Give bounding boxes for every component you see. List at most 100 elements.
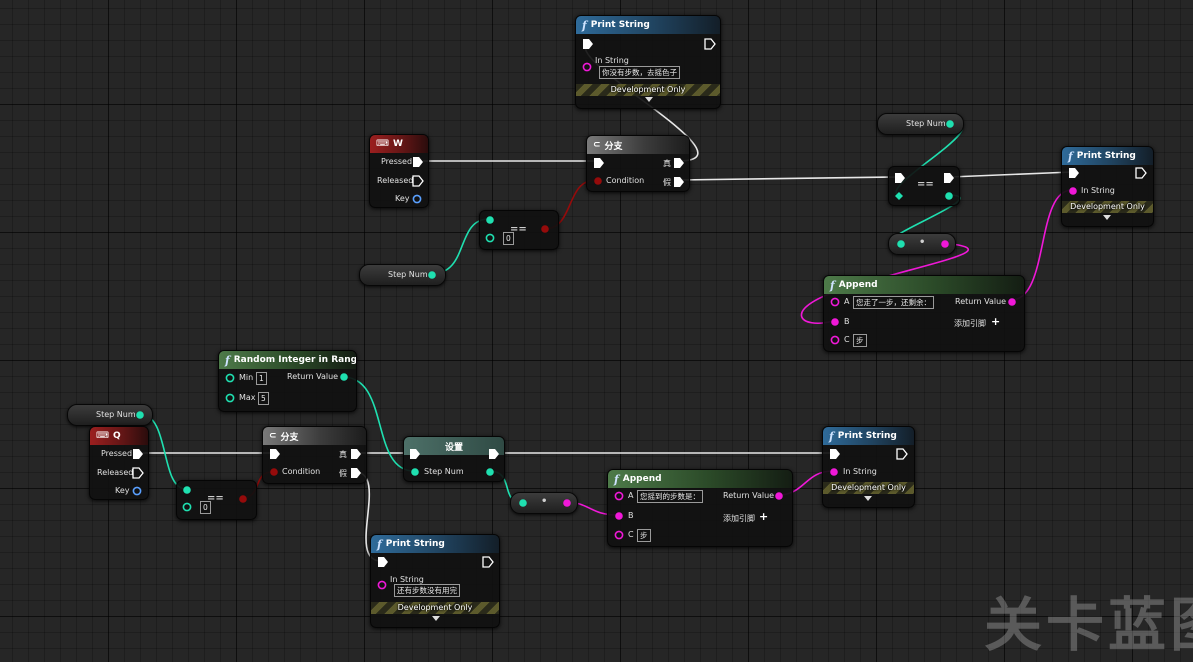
string-pin[interactable] xyxy=(582,62,592,72)
chevron-down-icon[interactable] xyxy=(1102,214,1112,222)
equal-zero-node-upper[interactable]: 0 == xyxy=(479,210,559,250)
pin-a-input[interactable]: 您走了一步，还剩余： xyxy=(853,296,934,309)
pin-c-label: C xyxy=(844,335,850,344)
exec-in-pin[interactable] xyxy=(409,448,421,460)
exec-in-pin[interactable] xyxy=(377,556,389,568)
in-string-input[interactable]: 你没有步数，去摇色子 xyxy=(599,66,680,79)
false-label: 假 xyxy=(339,469,347,478)
string-pin[interactable] xyxy=(614,491,624,501)
int-pin[interactable] xyxy=(410,467,420,477)
key-q-event-node[interactable]: ⌨Q Pressed Released Key xyxy=(89,426,149,500)
equal-int-node[interactable]: == xyxy=(888,166,960,206)
branch-node-upper[interactable]: ⊂分支 真 Condition 假 xyxy=(586,135,690,192)
exec-out-pin[interactable] xyxy=(412,156,424,168)
string-pin[interactable] xyxy=(614,530,624,540)
add-pin-icon[interactable]: + xyxy=(991,315,1001,328)
exec-out-pin[interactable] xyxy=(673,176,685,188)
step-num-label: Step Num xyxy=(424,467,464,476)
int-pin[interactable] xyxy=(427,270,437,280)
string-pin[interactable] xyxy=(940,239,950,249)
step-num-getter[interactable]: Step Num xyxy=(877,113,964,135)
int-diamond-pin[interactable] xyxy=(894,191,904,201)
set-step-num-node[interactable]: 设置 Step Num xyxy=(403,436,505,482)
exec-out-pin[interactable] xyxy=(896,448,908,460)
in-string-input[interactable]: 还有步数没有用完 xyxy=(394,584,460,597)
int-pin[interactable] xyxy=(182,485,192,495)
bool-pin[interactable] xyxy=(238,494,248,504)
int-to-string-node[interactable]: • xyxy=(510,492,578,514)
compare-value-input[interactable]: 0 xyxy=(503,232,514,245)
string-pin[interactable] xyxy=(830,335,840,345)
exec-in-pin[interactable] xyxy=(582,38,594,50)
string-pin[interactable] xyxy=(829,467,839,477)
add-pin-icon[interactable]: + xyxy=(759,510,769,523)
string-pin[interactable] xyxy=(1068,186,1078,196)
bool-pin[interactable] xyxy=(540,224,550,234)
bool-pin[interactable] xyxy=(593,176,603,186)
compare-value-input[interactable]: 0 xyxy=(200,501,211,514)
branch-node-lower[interactable]: ⊂分支 真 Condition 假 xyxy=(262,426,367,484)
exec-out-pin[interactable] xyxy=(132,448,144,460)
key-w-event-node[interactable]: ⌨W Pressed Released Key xyxy=(369,134,429,208)
chevron-down-icon[interactable] xyxy=(863,495,873,503)
exec-out-pin[interactable] xyxy=(1135,167,1147,179)
int-pin[interactable] xyxy=(896,239,906,249)
max-input[interactable]: 5 xyxy=(258,392,269,405)
chevron-down-icon[interactable] xyxy=(644,96,654,104)
string-pin[interactable] xyxy=(830,317,840,327)
exec-out-pin[interactable] xyxy=(704,38,716,50)
exec-in-pin[interactable] xyxy=(1068,167,1080,179)
exec-in-pin[interactable] xyxy=(829,448,841,460)
exec-out-pin[interactable] xyxy=(482,556,494,568)
string-pin[interactable] xyxy=(774,491,784,501)
key-struct-pin[interactable] xyxy=(412,194,423,204)
int-pin[interactable] xyxy=(518,498,528,508)
min-input[interactable]: 1 xyxy=(256,372,267,385)
int-pin[interactable] xyxy=(182,502,192,512)
step-num-getter[interactable]: Step Num xyxy=(67,404,153,426)
exec-out-pin[interactable] xyxy=(488,448,500,460)
equal-zero-node-lower[interactable]: 0 == xyxy=(176,480,257,520)
int-pin[interactable] xyxy=(339,372,349,382)
chevron-down-icon[interactable] xyxy=(431,615,441,623)
exec-out-pin[interactable] xyxy=(943,172,955,184)
exec-in-pin[interactable] xyxy=(894,172,906,184)
int-pin[interactable] xyxy=(944,191,954,201)
bool-pin[interactable] xyxy=(269,467,279,477)
step-num-getter[interactable]: Step Num xyxy=(359,264,446,286)
int-to-string-node[interactable]: • xyxy=(888,233,956,255)
pin-c-input[interactable]: 步 xyxy=(853,334,867,347)
exec-out-pin[interactable] xyxy=(350,467,362,479)
min-label: Min xyxy=(239,373,254,382)
key-struct-pin[interactable] xyxy=(132,486,143,496)
pin-a-input[interactable]: 您摇到的步数是： xyxy=(637,490,703,503)
string-pin[interactable] xyxy=(614,511,624,521)
string-pin[interactable] xyxy=(377,580,387,590)
int-pin[interactable] xyxy=(225,373,235,383)
exec-out-pin[interactable] xyxy=(673,157,685,169)
add-pin-label[interactable]: 添加引脚 xyxy=(723,514,755,523)
int-pin[interactable] xyxy=(135,410,145,420)
exec-out-pin[interactable] xyxy=(412,175,424,187)
add-pin-label[interactable]: 添加引脚 xyxy=(954,319,986,328)
exec-in-pin[interactable] xyxy=(269,448,281,460)
int-pin[interactable] xyxy=(485,467,495,477)
string-pin[interactable] xyxy=(830,297,840,307)
int-pin[interactable] xyxy=(485,233,495,243)
int-pin[interactable] xyxy=(225,393,235,403)
pin-c-input[interactable]: 步 xyxy=(637,529,651,542)
int-pin[interactable] xyxy=(945,119,955,129)
exec-out-pin[interactable] xyxy=(132,467,144,479)
exec-in-pin[interactable] xyxy=(593,157,605,169)
string-pin[interactable] xyxy=(1007,297,1017,307)
exec-out-pin[interactable] xyxy=(350,448,362,460)
int-pin[interactable] xyxy=(485,215,495,225)
string-pin[interactable] xyxy=(562,498,572,508)
